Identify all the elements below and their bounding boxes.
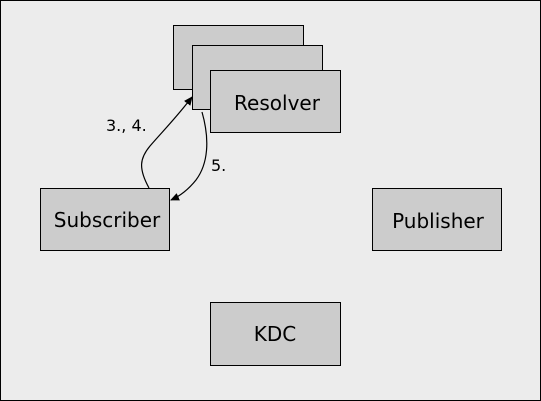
subscriber-label: Subscriber bbox=[54, 208, 161, 232]
kdc-box bbox=[210, 302, 341, 366]
edge-label-5: 5. bbox=[211, 156, 226, 175]
subscriber-box bbox=[40, 188, 170, 251]
subscriber-node[interactable]: Subscriber bbox=[40, 188, 170, 251]
publisher-label: Publisher bbox=[392, 209, 485, 233]
edge-label-3-4: 3., 4. bbox=[106, 116, 147, 135]
publisher-node[interactable]: Publisher bbox=[372, 188, 502, 251]
edge-resolver-to-subscriber[interactable] bbox=[170, 111, 208, 201]
resolver-label: Resolver bbox=[234, 91, 321, 115]
kdc-label: KDC bbox=[254, 322, 296, 346]
resolver-box bbox=[210, 70, 341, 133]
publisher-box bbox=[372, 188, 502, 251]
resolver-node[interactable]: Resolver bbox=[210, 70, 341, 133]
edge-subscriber-to-resolver[interactable] bbox=[141, 96, 193, 189]
kdc-node[interactable]: KDC bbox=[210, 302, 341, 366]
